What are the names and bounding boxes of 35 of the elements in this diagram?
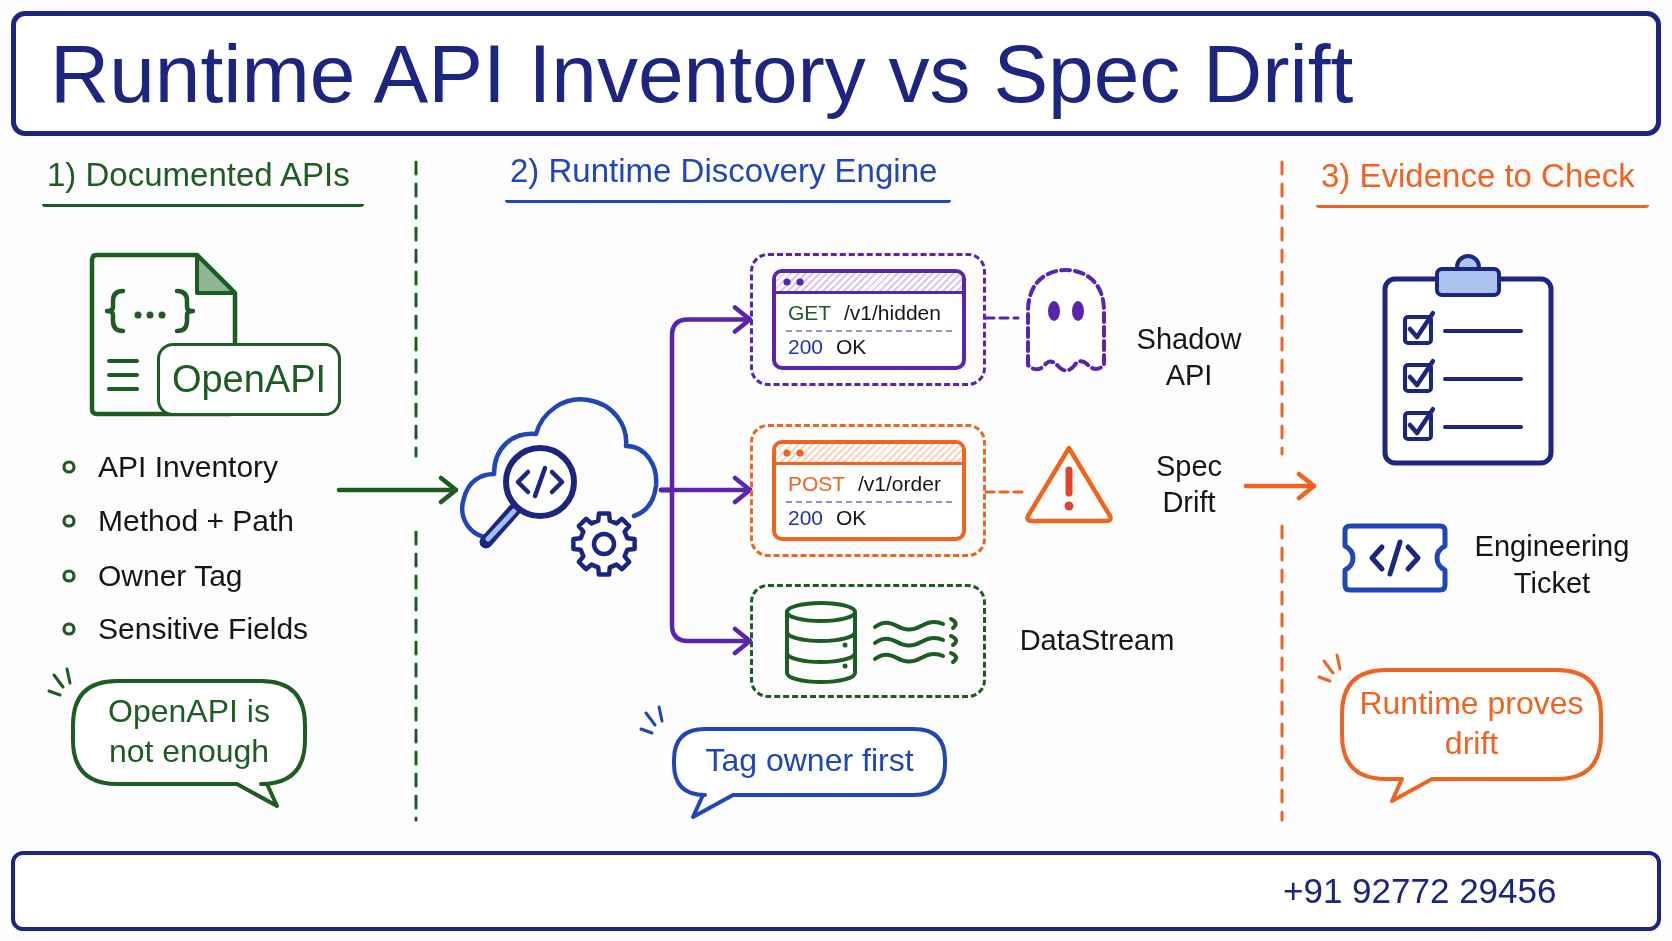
list-item: API Inventory bbox=[98, 449, 279, 485]
dashed-connector bbox=[984, 316, 1020, 320]
speech-bubble bbox=[670, 725, 949, 821]
speech-bubble bbox=[69, 677, 309, 810]
phone-number: +91 92772 29456 bbox=[1283, 870, 1557, 912]
warning-icon bbox=[1024, 443, 1114, 525]
request-line: GET /v1/hidden bbox=[788, 300, 941, 326]
icon-caption: Shadow API bbox=[1135, 322, 1243, 393]
status-line: 200 OK bbox=[788, 505, 867, 531]
request-line: POST /v1/order bbox=[788, 471, 941, 497]
dashed-frame bbox=[750, 253, 986, 386]
bubble-text: Tag owner first bbox=[705, 741, 914, 780]
dashed-frame bbox=[750, 584, 986, 698]
bubble-text: OpenAPI is not enough bbox=[107, 691, 271, 771]
section-heading: 2) Runtime Discovery Engine bbox=[505, 148, 952, 203]
section-heading: 3) Evidence to Check bbox=[1316, 153, 1649, 208]
dashed-frame bbox=[750, 424, 986, 557]
list-item: Sensitive Fields bbox=[98, 611, 309, 647]
speech-bubble bbox=[1338, 666, 1605, 805]
section-heading: 1) Documented APIs bbox=[42, 152, 364, 207]
tag-label: OpenAPI bbox=[157, 343, 341, 416]
status-line: 200 OK bbox=[788, 334, 867, 360]
title: Runtime API Inventory vs Spec Drift bbox=[50, 27, 1354, 121]
browser-window bbox=[772, 269, 966, 370]
arrow bbox=[658, 487, 753, 656]
arrow bbox=[336, 475, 459, 505]
list-item: Method + Path bbox=[98, 503, 294, 539]
list-item: Owner Tag bbox=[98, 558, 243, 594]
bubble-text: Runtime proves drift bbox=[1358, 683, 1585, 763]
browser-window bbox=[772, 440, 966, 541]
arrow bbox=[1243, 471, 1317, 501]
icon-caption: DataStream bbox=[1018, 623, 1176, 658]
icon-caption: Engineering Ticket bbox=[1473, 529, 1631, 601]
icon-caption: Spec Drift bbox=[1132, 448, 1246, 520]
dashed-connector bbox=[984, 490, 1026, 494]
